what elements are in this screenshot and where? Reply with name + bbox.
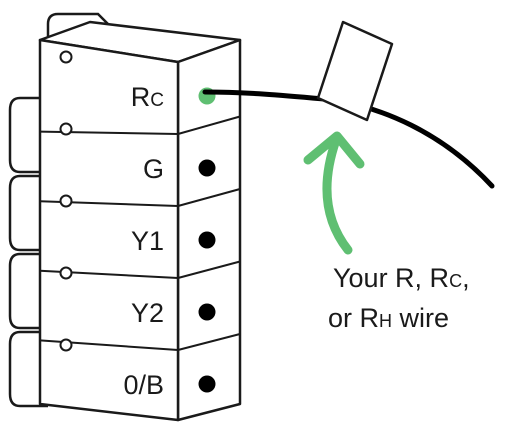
terminal-label: 0/B xyxy=(123,370,164,400)
terminal-dot xyxy=(199,376,216,393)
terminal-label: Y2 xyxy=(131,298,164,328)
caption-line-2: or RH wire xyxy=(328,303,449,333)
curved-arrow-icon xyxy=(308,136,360,250)
caption-line-1: Your R, RC, xyxy=(333,263,470,293)
terminal-label: G xyxy=(143,154,164,184)
terminal-dot xyxy=(199,304,216,321)
screw-hole-icon xyxy=(61,340,72,351)
terminal-dot xyxy=(199,232,216,249)
screw-hole-icon xyxy=(61,52,72,63)
screw-hole-icon xyxy=(61,196,72,207)
screw-hole-icon xyxy=(61,268,72,279)
terminal-label: Y1 xyxy=(131,226,164,256)
screw-hole-icon xyxy=(61,124,72,135)
terminal-dot xyxy=(199,160,216,177)
wire-tag xyxy=(318,22,392,120)
